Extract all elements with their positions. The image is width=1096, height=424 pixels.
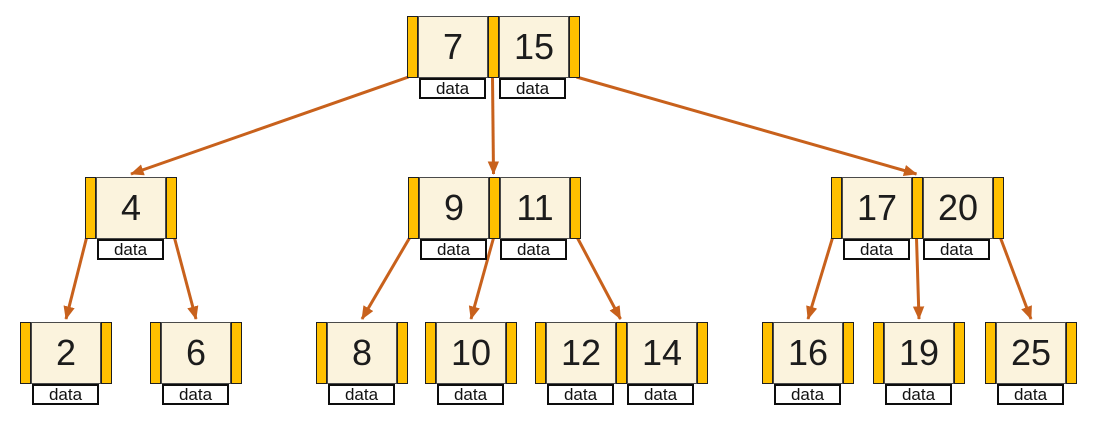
key-row: 2 xyxy=(20,322,112,384)
edge-root-to-n4 xyxy=(130,75,409,176)
key-cell: 17 xyxy=(842,177,912,239)
edge-n17-20-to-n25 xyxy=(999,237,1033,320)
edge-n17-20-to-n16 xyxy=(806,237,834,320)
child-pointer-bar xyxy=(912,177,923,239)
key-cell: 6 xyxy=(161,322,231,384)
child-pointer-bar xyxy=(506,322,517,384)
key-cell: 19 xyxy=(884,322,954,384)
data-pointer-box: data xyxy=(547,384,614,405)
key-row: 19 xyxy=(873,322,965,384)
data-pointer-box: data xyxy=(774,384,841,405)
child-pointer-bar xyxy=(697,322,708,384)
child-pointer-bar xyxy=(831,177,842,239)
key-cell: 25 xyxy=(996,322,1066,384)
data-pointer-box: data xyxy=(328,384,395,405)
data-pointer-box: data xyxy=(885,384,952,405)
child-pointer-bar xyxy=(535,322,546,384)
key-cell: 20 xyxy=(923,177,993,239)
data-pointer-box: data xyxy=(499,78,566,99)
edge-root-to-n9-11 xyxy=(487,76,500,175)
data-pointer-box: data xyxy=(843,239,910,260)
key-cell: 16 xyxy=(773,322,843,384)
child-pointer-bar xyxy=(762,322,773,384)
child-pointer-bar xyxy=(616,322,627,384)
data-pointer-box: data xyxy=(97,239,164,260)
data-pointer-box: data xyxy=(437,384,504,405)
child-pointer-bar xyxy=(570,177,581,239)
child-pointer-bar xyxy=(231,322,242,384)
key-row: 6 xyxy=(150,322,242,384)
edge-n9-11-to-n8 xyxy=(360,237,411,320)
edge-n4-to-n2 xyxy=(63,237,88,320)
data-pointer-box: data xyxy=(420,239,487,260)
key-cell: 10 xyxy=(436,322,506,384)
child-pointer-bar xyxy=(407,16,418,78)
edge-n17-20-to-n19 xyxy=(912,237,925,320)
key-cell: 14 xyxy=(627,322,697,384)
child-pointer-bar xyxy=(316,322,327,384)
child-pointer-bar xyxy=(488,16,499,78)
key-cell: 12 xyxy=(546,322,616,384)
child-pointer-bar xyxy=(569,16,580,78)
key-row: 25 xyxy=(985,322,1077,384)
data-pointer-box: data xyxy=(997,384,1064,405)
data-pointer-box: data xyxy=(162,384,229,405)
child-pointer-bar xyxy=(873,322,884,384)
key-cell: 11 xyxy=(500,177,570,239)
key-row: 16 xyxy=(762,322,854,384)
child-pointer-bar xyxy=(985,322,996,384)
child-pointer-bar xyxy=(489,177,500,239)
key-cell: 9 xyxy=(419,177,489,239)
key-row: 4 xyxy=(85,177,177,239)
child-pointer-bar xyxy=(397,322,408,384)
data-pointer-box: data xyxy=(500,239,567,260)
child-pointer-bar xyxy=(150,322,161,384)
data-pointer-box: data xyxy=(419,78,486,99)
data-pointer-box: data xyxy=(32,384,99,405)
child-pointer-bar xyxy=(101,322,112,384)
child-pointer-bar xyxy=(954,322,965,384)
key-row: 8 xyxy=(316,322,408,384)
edge-n9-11-to-n12-14 xyxy=(576,237,622,320)
data-pointer-box: data xyxy=(627,384,694,405)
child-pointer-bar xyxy=(408,177,419,239)
edge-n4-to-n6 xyxy=(173,237,199,320)
child-pointer-bar xyxy=(20,322,31,384)
child-pointer-bar xyxy=(85,177,96,239)
key-cell: 2 xyxy=(31,322,101,384)
key-cell: 4 xyxy=(96,177,166,239)
child-pointer-bar xyxy=(993,177,1004,239)
child-pointer-bar xyxy=(843,322,854,384)
key-cell: 7 xyxy=(418,16,488,78)
child-pointer-bar xyxy=(425,322,436,384)
edge-root-to-n17-20 xyxy=(576,75,918,177)
key-row: 10 xyxy=(425,322,517,384)
child-pointer-bar xyxy=(166,177,177,239)
child-pointer-bar xyxy=(1066,322,1077,384)
key-cell: 15 xyxy=(499,16,569,78)
key-cell: 8 xyxy=(327,322,397,384)
data-pointer-box: data xyxy=(923,239,990,260)
